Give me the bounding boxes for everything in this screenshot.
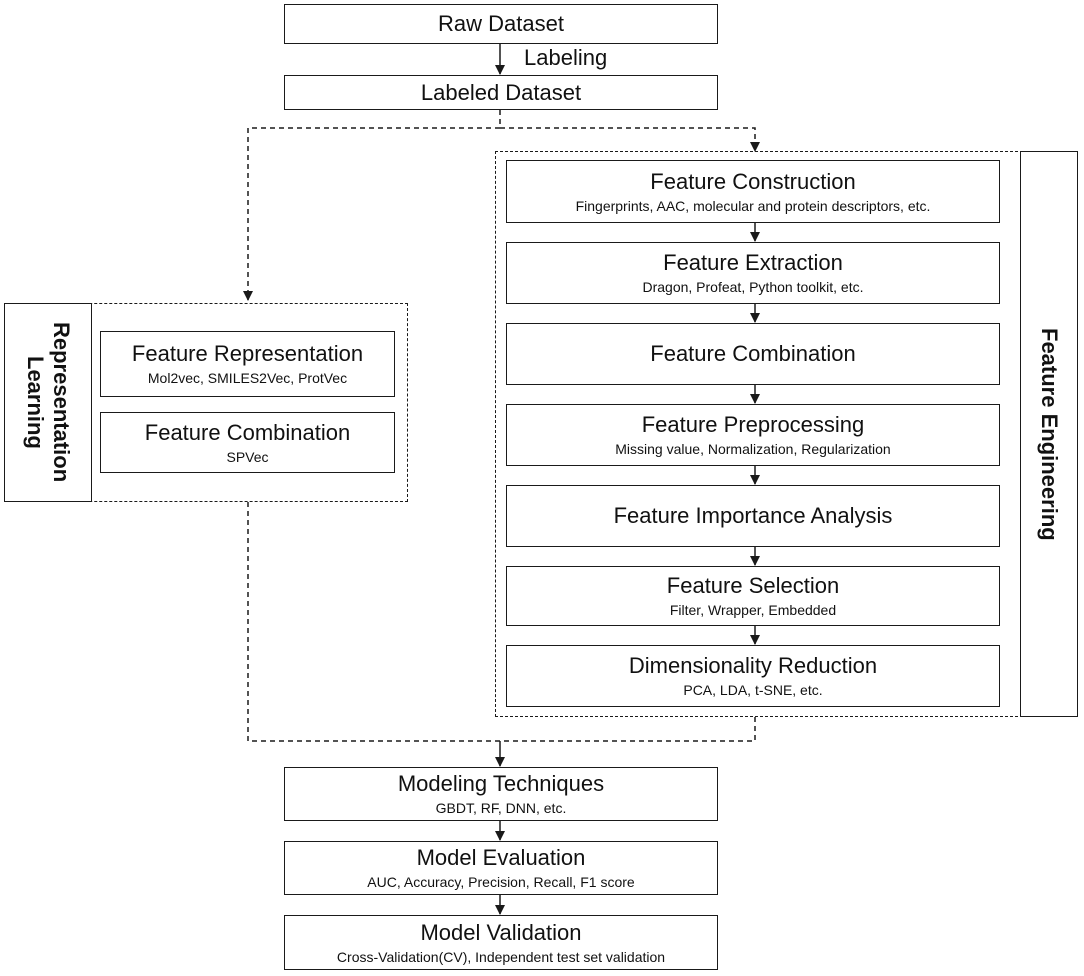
feature-combination-box: Feature Combination xyxy=(506,323,1000,385)
feature-engineering-label: Feature Engineering xyxy=(1020,151,1078,717)
modeling-techniques-sub: GBDT, RF, DNN, etc. xyxy=(435,800,567,816)
feature-construction-box: Feature Construction Fingerprints, AAC, … xyxy=(506,160,1000,223)
feature-preprocessing-sub: Missing value, Normalization, Regulariza… xyxy=(615,441,891,457)
feature-importance-box: Feature Importance Analysis xyxy=(506,485,1000,547)
rep-feature-combination-title: Feature Combination xyxy=(144,419,351,445)
dimensionality-reduction-sub: PCA, LDA, t-SNE, etc. xyxy=(683,682,823,698)
feature-preprocessing-title: Feature Preprocessing xyxy=(641,412,865,437)
model-validation-sub: Cross-Validation(CV), Independent test s… xyxy=(336,948,666,965)
feature-engineering-text: Feature Engineering xyxy=(1037,327,1062,541)
feature-extraction-title: Feature Extraction xyxy=(663,250,843,275)
feature-importance-title: Feature Importance Analysis xyxy=(613,503,893,528)
rep-feature-combination-sub: SPVec xyxy=(226,448,269,465)
dimensionality-reduction-box: Dimensionality Reduction PCA, LDA, t-SNE… xyxy=(506,645,1000,707)
feature-construction-title: Feature Construction xyxy=(650,168,856,194)
feature-representation-box: Feature Representation Mol2vec, SMILES2V… xyxy=(100,331,395,397)
representation-learning-line1: Representation xyxy=(49,322,74,483)
labeling-label: Labeling xyxy=(524,45,608,70)
model-evaluation-sub: AUC, Accuracy, Precision, Recall, F1 sco… xyxy=(367,874,635,890)
feature-extraction-box: Feature Extraction Dragon, Profeat, Pyth… xyxy=(506,242,1000,304)
modeling-techniques-box: Modeling Techniques GBDT, RF, DNN, etc. xyxy=(284,767,718,821)
feature-preprocessing-box: Feature Preprocessing Missing value, Nor… xyxy=(506,404,1000,466)
modeling-techniques-title: Modeling Techniques xyxy=(397,771,605,796)
raw-dataset-title: Raw Dataset xyxy=(438,11,564,36)
dimensionality-reduction-title: Dimensionality Reduction xyxy=(628,653,878,678)
feature-extraction-sub: Dragon, Profeat, Python toolkit, etc. xyxy=(642,279,864,295)
feature-representation-title: Feature Representation xyxy=(131,341,364,366)
model-validation-box: Model Validation Cross-Validation(CV), I… xyxy=(284,915,718,970)
feature-representation-sub: Mol2vec, SMILES2Vec, ProtVec xyxy=(147,370,348,386)
raw-dataset-box: Raw Dataset xyxy=(284,4,718,44)
feature-construction-sub: Fingerprints, AAC, molecular and protein… xyxy=(575,197,931,214)
feature-selection-box: Feature Selection Filter, Wrapper, Embed… xyxy=(506,566,1000,626)
feature-selection-title: Feature Selection xyxy=(666,573,840,598)
feature-combination-title: Feature Combination xyxy=(650,341,856,366)
representation-learning-text: Representation Learning xyxy=(22,322,74,482)
labeled-dataset-box: Labeled Dataset xyxy=(284,75,718,110)
labeled-dataset-title: Labeled Dataset xyxy=(420,79,582,105)
representation-learning-label: Representation Learning xyxy=(4,303,92,502)
model-validation-title: Model Validation xyxy=(420,919,582,945)
feature-selection-sub: Filter, Wrapper, Embedded xyxy=(669,602,837,618)
representation-learning-line2: Learning xyxy=(23,356,48,449)
rep-feature-combination-box: Feature Combination SPVec xyxy=(100,412,395,473)
model-evaluation-box: Model Evaluation AUC, Accuracy, Precisio… xyxy=(284,841,718,895)
model-evaluation-title: Model Evaluation xyxy=(416,845,586,870)
